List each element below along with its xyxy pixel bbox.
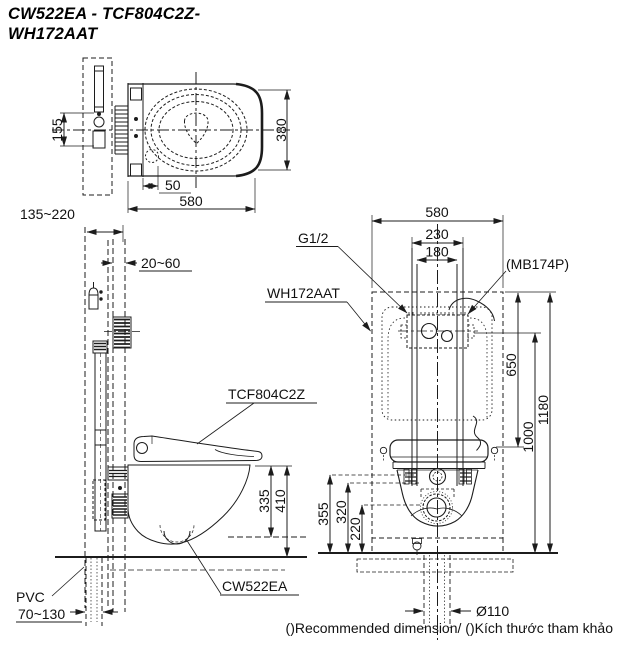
side-view-pvc-pipe — [85, 558, 103, 626]
dim-135-220: 135~220 — [20, 206, 75, 222]
front-view: 580 230 180 G1/2 (MB174P) WH172AAT 650 1… — [265, 204, 569, 640]
water-inlet-circle — [428, 467, 447, 486]
label-hose-mb174p: (MB174P) — [506, 256, 569, 272]
dim-230: 230 — [425, 226, 449, 242]
front-view-supply-hose — [448, 297, 495, 322]
flush-button-small — [440, 329, 454, 343]
dim-dia110: Ø110 — [476, 603, 509, 619]
front-view-extension-lines — [411, 248, 464, 486]
dim-580-top: 580 — [179, 193, 203, 209]
drawing-title: CW522EA - TCF804C2Z- WH172AAT — [8, 4, 200, 44]
title-line-2: WH172AAT — [8, 25, 98, 43]
front-view-centerlines — [398, 224, 478, 640]
title-line-1: CW522EA - TCF804C2Z- — [8, 5, 201, 23]
side-view-bellows — [104, 316, 140, 349]
front-view-bowl — [396, 467, 479, 555]
side-view-flush-pipe — [92, 340, 108, 532]
side-view-seat-unit — [133, 435, 263, 463]
dim-380: 380 — [273, 118, 289, 142]
drain-circle — [422, 493, 451, 522]
footer-note: ()Recommended dimension/ ()Kích thước th… — [285, 620, 613, 636]
side-view: 135~220 20~60 TCF804C2Z 335 410 PVC 70~1… — [16, 206, 317, 626]
front-view-dimensions — [265, 215, 556, 614]
dim-20-60: 20~60 — [141, 255, 181, 271]
top-view-centerlines — [52, 72, 290, 188]
dim-50: 50 — [165, 177, 181, 193]
side-view-wall-lines — [84, 227, 126, 612]
label-pvc: PVC — [16, 589, 45, 605]
label-frame-wh172aat: WH172AAT — [267, 285, 340, 301]
dim-70-130: 70~130 — [18, 606, 65, 622]
dim-580-front: 580 — [425, 204, 449, 220]
front-view-seat-shelf — [379, 439, 499, 469]
dim-355: 355 — [315, 502, 331, 526]
top-view: 155 380 50 580 — [49, 57, 291, 213]
top-view-water-surface — [183, 112, 209, 145]
label-seat-tcf804c2z: TCF804C2Z — [228, 386, 305, 402]
side-view-fixing-bolts — [92, 466, 129, 521]
side-view-floor — [55, 536, 307, 571]
front-view-lower-hose — [472, 415, 482, 451]
dim-1000: 1000 — [520, 421, 536, 452]
side-view-supply-valve — [88, 282, 103, 310]
top-view-inwall-frame — [82, 57, 113, 196]
front-view-below-floor — [356, 555, 514, 628]
dim-320: 320 — [333, 500, 349, 524]
dim-410: 410 — [272, 489, 288, 513]
side-view-dimensions — [16, 225, 317, 623]
dim-335: 335 — [256, 489, 272, 513]
side-view-bowl — [127, 464, 251, 545]
dim-180: 180 — [425, 244, 449, 260]
label-inlet-g12: G1/2 — [298, 230, 329, 246]
label-bowl-cw522ea: CW522EA — [222, 578, 288, 594]
top-view-dimensions — [60, 89, 291, 213]
dim-155: 155 — [49, 118, 65, 142]
dim-1180: 1180 — [535, 395, 551, 425]
dim-650: 650 — [503, 353, 519, 377]
dim-220: 220 — [347, 517, 363, 541]
